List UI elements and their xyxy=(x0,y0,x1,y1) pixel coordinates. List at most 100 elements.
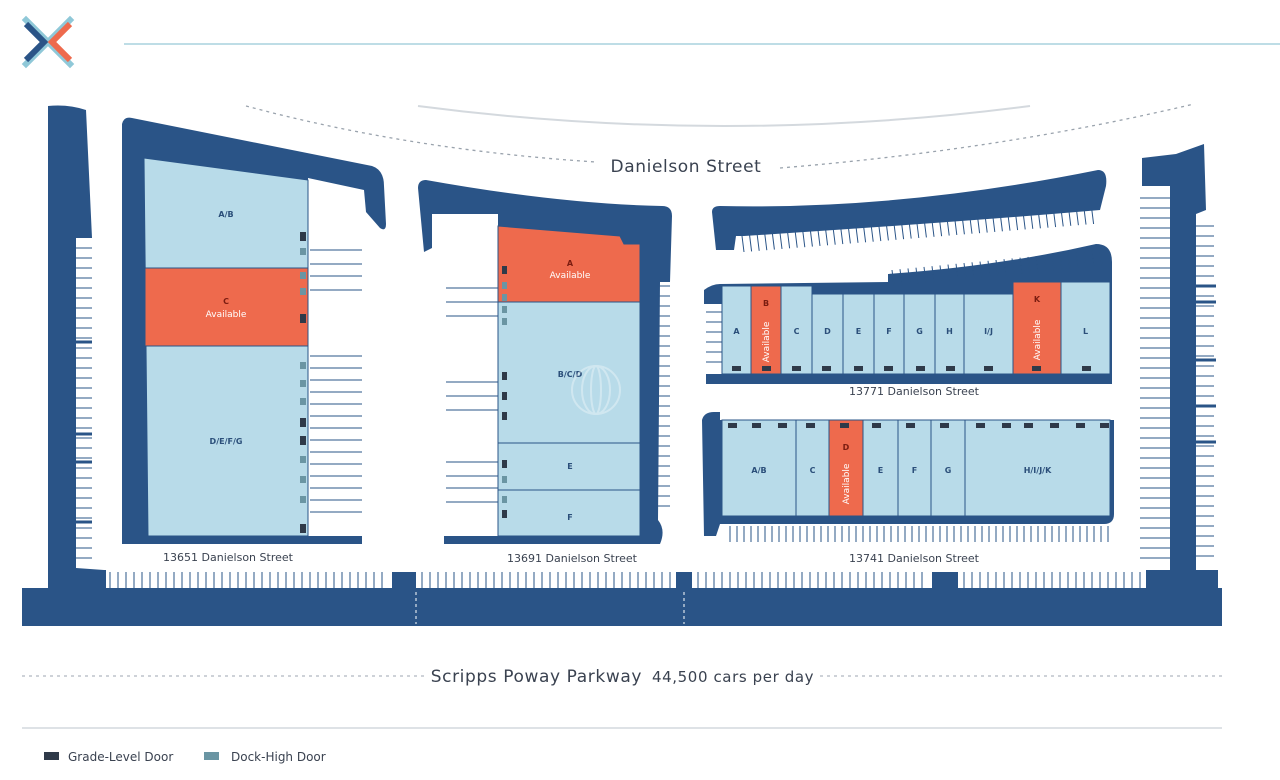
east-parking-edge xyxy=(1142,144,1218,588)
unit-13771-c[interactable]: C xyxy=(780,285,813,375)
unit-label: H/I/J/K xyxy=(1024,466,1052,475)
unit-13651-c[interactable]: C Available xyxy=(144,267,309,347)
grade-level-door xyxy=(1032,366,1041,371)
unit-13741-ab[interactable]: A/B xyxy=(721,419,797,517)
grade-level-door xyxy=(940,423,949,428)
unit-13741-f[interactable]: F xyxy=(897,419,932,517)
unit-13741-hijk[interactable]: H/I/J/K xyxy=(964,419,1111,517)
svg-text:C: C xyxy=(223,297,229,306)
unit-13771-a[interactable]: A xyxy=(721,285,752,375)
svg-text:F: F xyxy=(567,513,572,522)
address-13771: 13771 Danielson Street xyxy=(849,385,980,398)
unit-13741-e[interactable]: E xyxy=(862,419,899,517)
grade-level-door xyxy=(1024,423,1033,428)
unit-label: G xyxy=(916,327,923,336)
parking-stripe xyxy=(1075,252,1079,269)
grade-level-door xyxy=(946,366,955,371)
grade-level-door xyxy=(752,423,761,428)
street-centerline-right xyxy=(779,103,1195,169)
unit-13651-ab[interactable]: A/B xyxy=(144,160,308,268)
parking-stripe xyxy=(817,229,821,246)
west-parking-stripes xyxy=(64,247,92,559)
parking-stripe xyxy=(1035,256,1039,273)
unit-label: H xyxy=(946,327,953,336)
parking-stripe xyxy=(847,227,851,244)
unit-13771-l[interactable]: L xyxy=(1060,281,1111,375)
parking-stripe xyxy=(1053,210,1057,228)
parking-stripe xyxy=(984,216,988,233)
svg-text:Available: Available xyxy=(206,310,247,320)
unit-13741-c[interactable]: C xyxy=(795,419,830,517)
parking-stripe xyxy=(1067,253,1071,270)
parking-stripe xyxy=(1091,250,1095,267)
dock-high-door xyxy=(300,362,306,369)
parking-stripe xyxy=(749,235,753,252)
parking-stripe xyxy=(802,231,806,248)
parking-stripe xyxy=(907,268,911,285)
unit-13691-f[interactable]: F xyxy=(497,489,641,537)
unit-13771-d[interactable]: D xyxy=(811,293,844,375)
unit-13771-g[interactable]: G xyxy=(903,293,936,375)
unit-13741-g[interactable]: G xyxy=(930,419,966,517)
grade-level-door xyxy=(1100,423,1109,428)
unit-13691-a[interactable]: A Available xyxy=(497,225,641,303)
grade-level-door xyxy=(872,423,881,428)
unit-code: K xyxy=(1034,295,1041,304)
unit-label: C xyxy=(794,327,800,336)
unit-label: F xyxy=(912,466,917,475)
parking-stripe xyxy=(764,234,768,251)
dock-high-door xyxy=(300,398,306,405)
street-curb-north xyxy=(417,105,1031,127)
parking-stripe xyxy=(832,228,836,245)
grade-level-door xyxy=(884,366,893,371)
dock-high-door xyxy=(502,282,507,289)
parking-stripe xyxy=(923,266,927,283)
unit-13651-defg[interactable]: D/E/F/G xyxy=(146,346,308,536)
grade-level-swatch xyxy=(44,752,59,760)
parking-stripe xyxy=(939,220,943,237)
parking-stripe xyxy=(961,218,965,235)
svg-text:A: A xyxy=(567,259,574,268)
unit-label: E xyxy=(878,466,883,475)
parking-stripe xyxy=(931,220,935,237)
parking-stripes-13691 xyxy=(654,285,670,507)
svg-text:A/B: A/B xyxy=(218,210,233,219)
svg-text:D/E/F/G: D/E/F/G xyxy=(210,437,243,446)
parking-stripe xyxy=(1091,207,1095,225)
unit-13771-f[interactable]: F xyxy=(873,293,905,375)
grade-level-door xyxy=(502,266,507,274)
dock-high-door xyxy=(502,496,507,503)
grade-level-door xyxy=(300,418,306,427)
dock-high-door xyxy=(502,318,507,325)
dock-high-door xyxy=(502,294,507,301)
address-13651: 13651 Danielson Street xyxy=(163,551,294,564)
legend-dock-high: Dock-High Door xyxy=(231,750,326,764)
legend-grade-level: Grade-Level Door xyxy=(68,750,173,764)
parking-stripe xyxy=(1027,256,1031,273)
parking-stripe xyxy=(955,263,959,280)
parking-stripe xyxy=(1007,214,1011,231)
parking-stripe xyxy=(992,215,996,232)
unit-13771-h[interactable]: H xyxy=(934,293,965,375)
parking-stripe xyxy=(1083,251,1087,268)
unit-13691-bcd[interactable]: B/C/D xyxy=(497,301,641,444)
parking-stripe xyxy=(946,219,950,236)
unit-label: C xyxy=(810,466,816,475)
grade-level-door xyxy=(984,366,993,371)
parking-stripe xyxy=(1003,259,1007,276)
unit-13691-e[interactable]: E xyxy=(497,442,641,491)
grade-level-door xyxy=(728,423,737,428)
parking-stripe xyxy=(977,217,981,234)
unit-13771-ij[interactable]: I/J xyxy=(963,293,1014,375)
grade-level-door xyxy=(792,366,801,371)
south-street-name: Scripps Poway Parkway xyxy=(431,667,642,687)
parking-stripes-13741 xyxy=(729,526,1109,542)
north-street-name: Danielson Street xyxy=(611,157,762,177)
unit-13771-e[interactable]: E xyxy=(842,293,875,375)
